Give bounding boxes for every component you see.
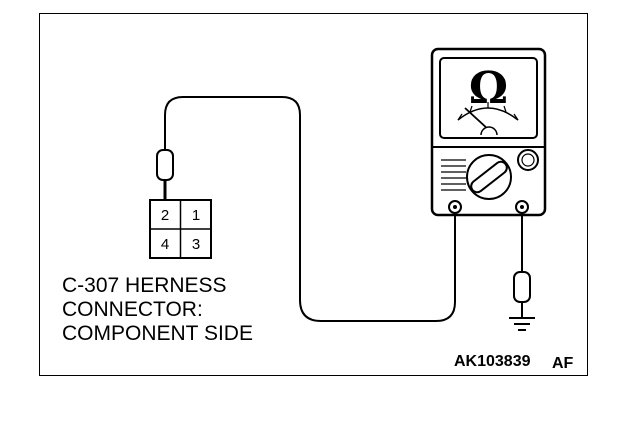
ohmmeter: Ω [430,47,547,217]
harness-connector: 2 1 4 3 [149,199,212,259]
connector-pin-4: 4 [161,236,169,253]
connector-pin-2: 2 [161,207,169,224]
range-selector-knob-icon [466,154,512,200]
range-scale-marks [441,159,466,191]
meter-needle [464,107,490,131]
connector-caption-line-1: C-307 HERNESS [62,274,227,297]
figure-code-suffix: AF [552,355,574,372]
zero-adjust-knob-icon [517,149,539,171]
meter-dial: Ω [439,57,538,139]
connector-pin-1: 1 [192,207,200,224]
connector-caption-line-3: COMPONENT SIDE [62,322,253,345]
connector-caption-line-2: CONNECTOR: [62,298,203,321]
probe-pin-2 [156,149,174,201]
figure-code: AK103839 [454,353,531,370]
ground-lead [513,213,531,317]
meter-terminal-left [448,200,462,214]
meter-terminal-right [515,200,529,214]
connector-pin-3: 3 [192,236,200,253]
test-lead-wire [164,96,456,322]
ground-symbol-icon [509,317,535,331]
